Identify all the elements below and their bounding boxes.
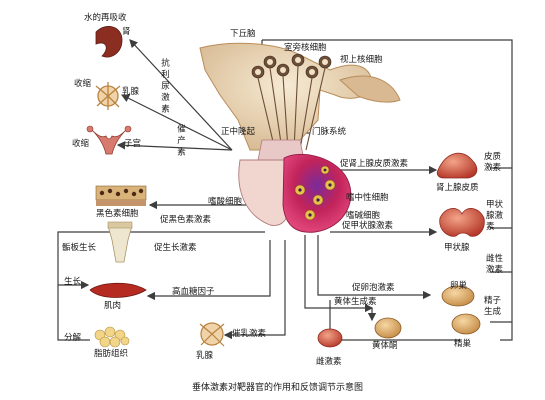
uterus-contract-label: 收缩 xyxy=(72,139,90,149)
msh-label: 促黑色素激素 xyxy=(160,215,212,225)
adipose-label: 脂肪组织 xyxy=(94,349,129,359)
kidney-effect-label: 水的再吸收 xyxy=(84,13,127,23)
tsh-label: 促甲状腺激素 xyxy=(342,221,394,231)
lh-label: 黄体生成素 xyxy=(334,297,377,307)
basophil-label: 嗜碱细胞 xyxy=(346,211,381,221)
portal-system-label: 门脉系统 xyxy=(312,127,347,137)
melanocyte-label: 黑色素细胞 xyxy=(96,209,139,219)
testis-label: 精巢 xyxy=(454,339,472,349)
muscle-label: 肌肉 xyxy=(104,301,122,311)
mammary-bottom-label: 乳腺 xyxy=(196,351,214,361)
hyperglycemic-label: 高血糖因子 xyxy=(172,287,215,297)
paraventricular-label: 室旁核细胞 xyxy=(284,43,327,53)
oxytocin-label: 催产素 xyxy=(175,124,186,159)
estrogen-bottom-label: 雌激素 xyxy=(316,357,342,367)
median-eminence-label: 正中隆起 xyxy=(221,127,256,137)
prolactin-label: 催乳激素 xyxy=(232,329,267,339)
mammary-top-label: 乳腺 xyxy=(122,87,140,97)
antidiuretic-label: 抗利尿激素 xyxy=(159,58,170,116)
diagram-title: 垂体激素对靶器官的作用和反馈调节示意图 xyxy=(192,383,364,393)
mammary-contract-label: 收缩 xyxy=(74,79,92,89)
cortical-hormone-label: 皮质激素 xyxy=(484,152,502,173)
plate-growth-label: 骺板生长 xyxy=(62,243,97,253)
adrenal-cortex-label: 肾上腺皮质 xyxy=(436,183,479,193)
supraoptic-label: 视上核细胞 xyxy=(340,55,383,65)
estrogen-label: 雌性激素 xyxy=(486,254,504,275)
thyroid-hormone-label: 甲状腺激素 xyxy=(486,200,504,232)
uterus-label: 子宫 xyxy=(124,139,142,149)
acidophil-label: 嗜酸细胞 xyxy=(208,197,243,207)
growth-label: 生长 xyxy=(64,277,82,287)
hypothalamus-label: 下丘脑 xyxy=(230,29,256,39)
decompose-label: 分解 xyxy=(64,333,82,343)
spermatogenesis-label: 精子生成 xyxy=(484,296,502,317)
acth-label: 促肾上腺皮质激素 xyxy=(340,159,409,169)
ovary-label: 卵巢 xyxy=(450,281,468,291)
progesterone-label: 黄体酮 xyxy=(372,341,398,351)
gh-label: 促生长激素 xyxy=(154,243,197,253)
kidney-label: 肾 xyxy=(122,27,131,37)
thyroid-label: 甲状腺 xyxy=(444,243,470,253)
fsh-label: 促卵泡激素 xyxy=(352,283,395,293)
chromophobe-label: 嗜中性细胞 xyxy=(346,193,389,203)
